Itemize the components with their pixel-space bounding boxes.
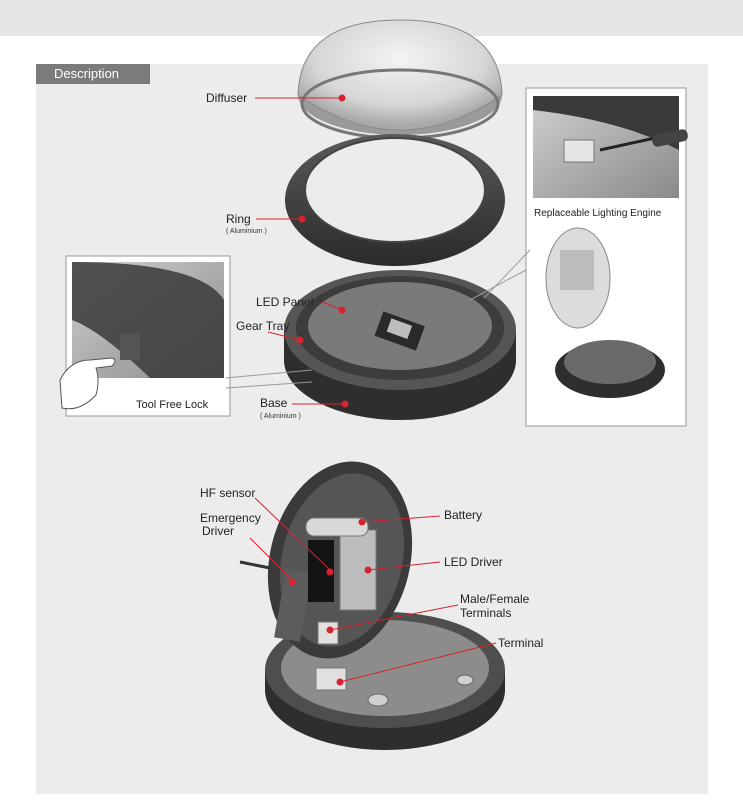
label-gear-tray: Gear Tray	[236, 319, 290, 333]
replaceable-engine-inset	[469, 87, 688, 427]
tool-free-lock-inset	[59, 255, 313, 417]
diffuser-illustration	[297, 19, 503, 140]
label-emergency-driver-1: Emergency	[200, 511, 261, 525]
label-base: Base	[260, 396, 288, 410]
ring-illustration	[285, 134, 505, 266]
label-male-female-1: Male/Female	[460, 592, 530, 606]
label-ring: Ring	[226, 212, 251, 226]
label-emergency-driver-2: Driver	[202, 524, 234, 538]
label-led-panel: LED Panel	[256, 295, 314, 309]
label-ring-material: ( Aluminium )	[226, 228, 267, 235]
open-assembly-illustration	[239, 461, 505, 750]
label-base-material: ( Aluminium )	[260, 413, 301, 420]
label-terminal: Terminal	[498, 636, 544, 650]
label-led-driver: LED Driver	[444, 555, 503, 569]
description-tab[interactable]: Description	[36, 64, 150, 84]
label-diffuser: Diffuser	[206, 91, 248, 105]
label-male-female-2: Terminals	[460, 606, 512, 620]
leader-lines	[249, 94, 497, 686]
base-illustration	[284, 270, 516, 420]
label-replaceable-engine: Replaceable Lighting Engine	[534, 208, 662, 219]
label-hf-sensor: HF sensor	[200, 486, 256, 500]
label-battery: Battery	[444, 508, 483, 522]
label-tool-free-lock: Tool Free Lock	[136, 399, 209, 411]
